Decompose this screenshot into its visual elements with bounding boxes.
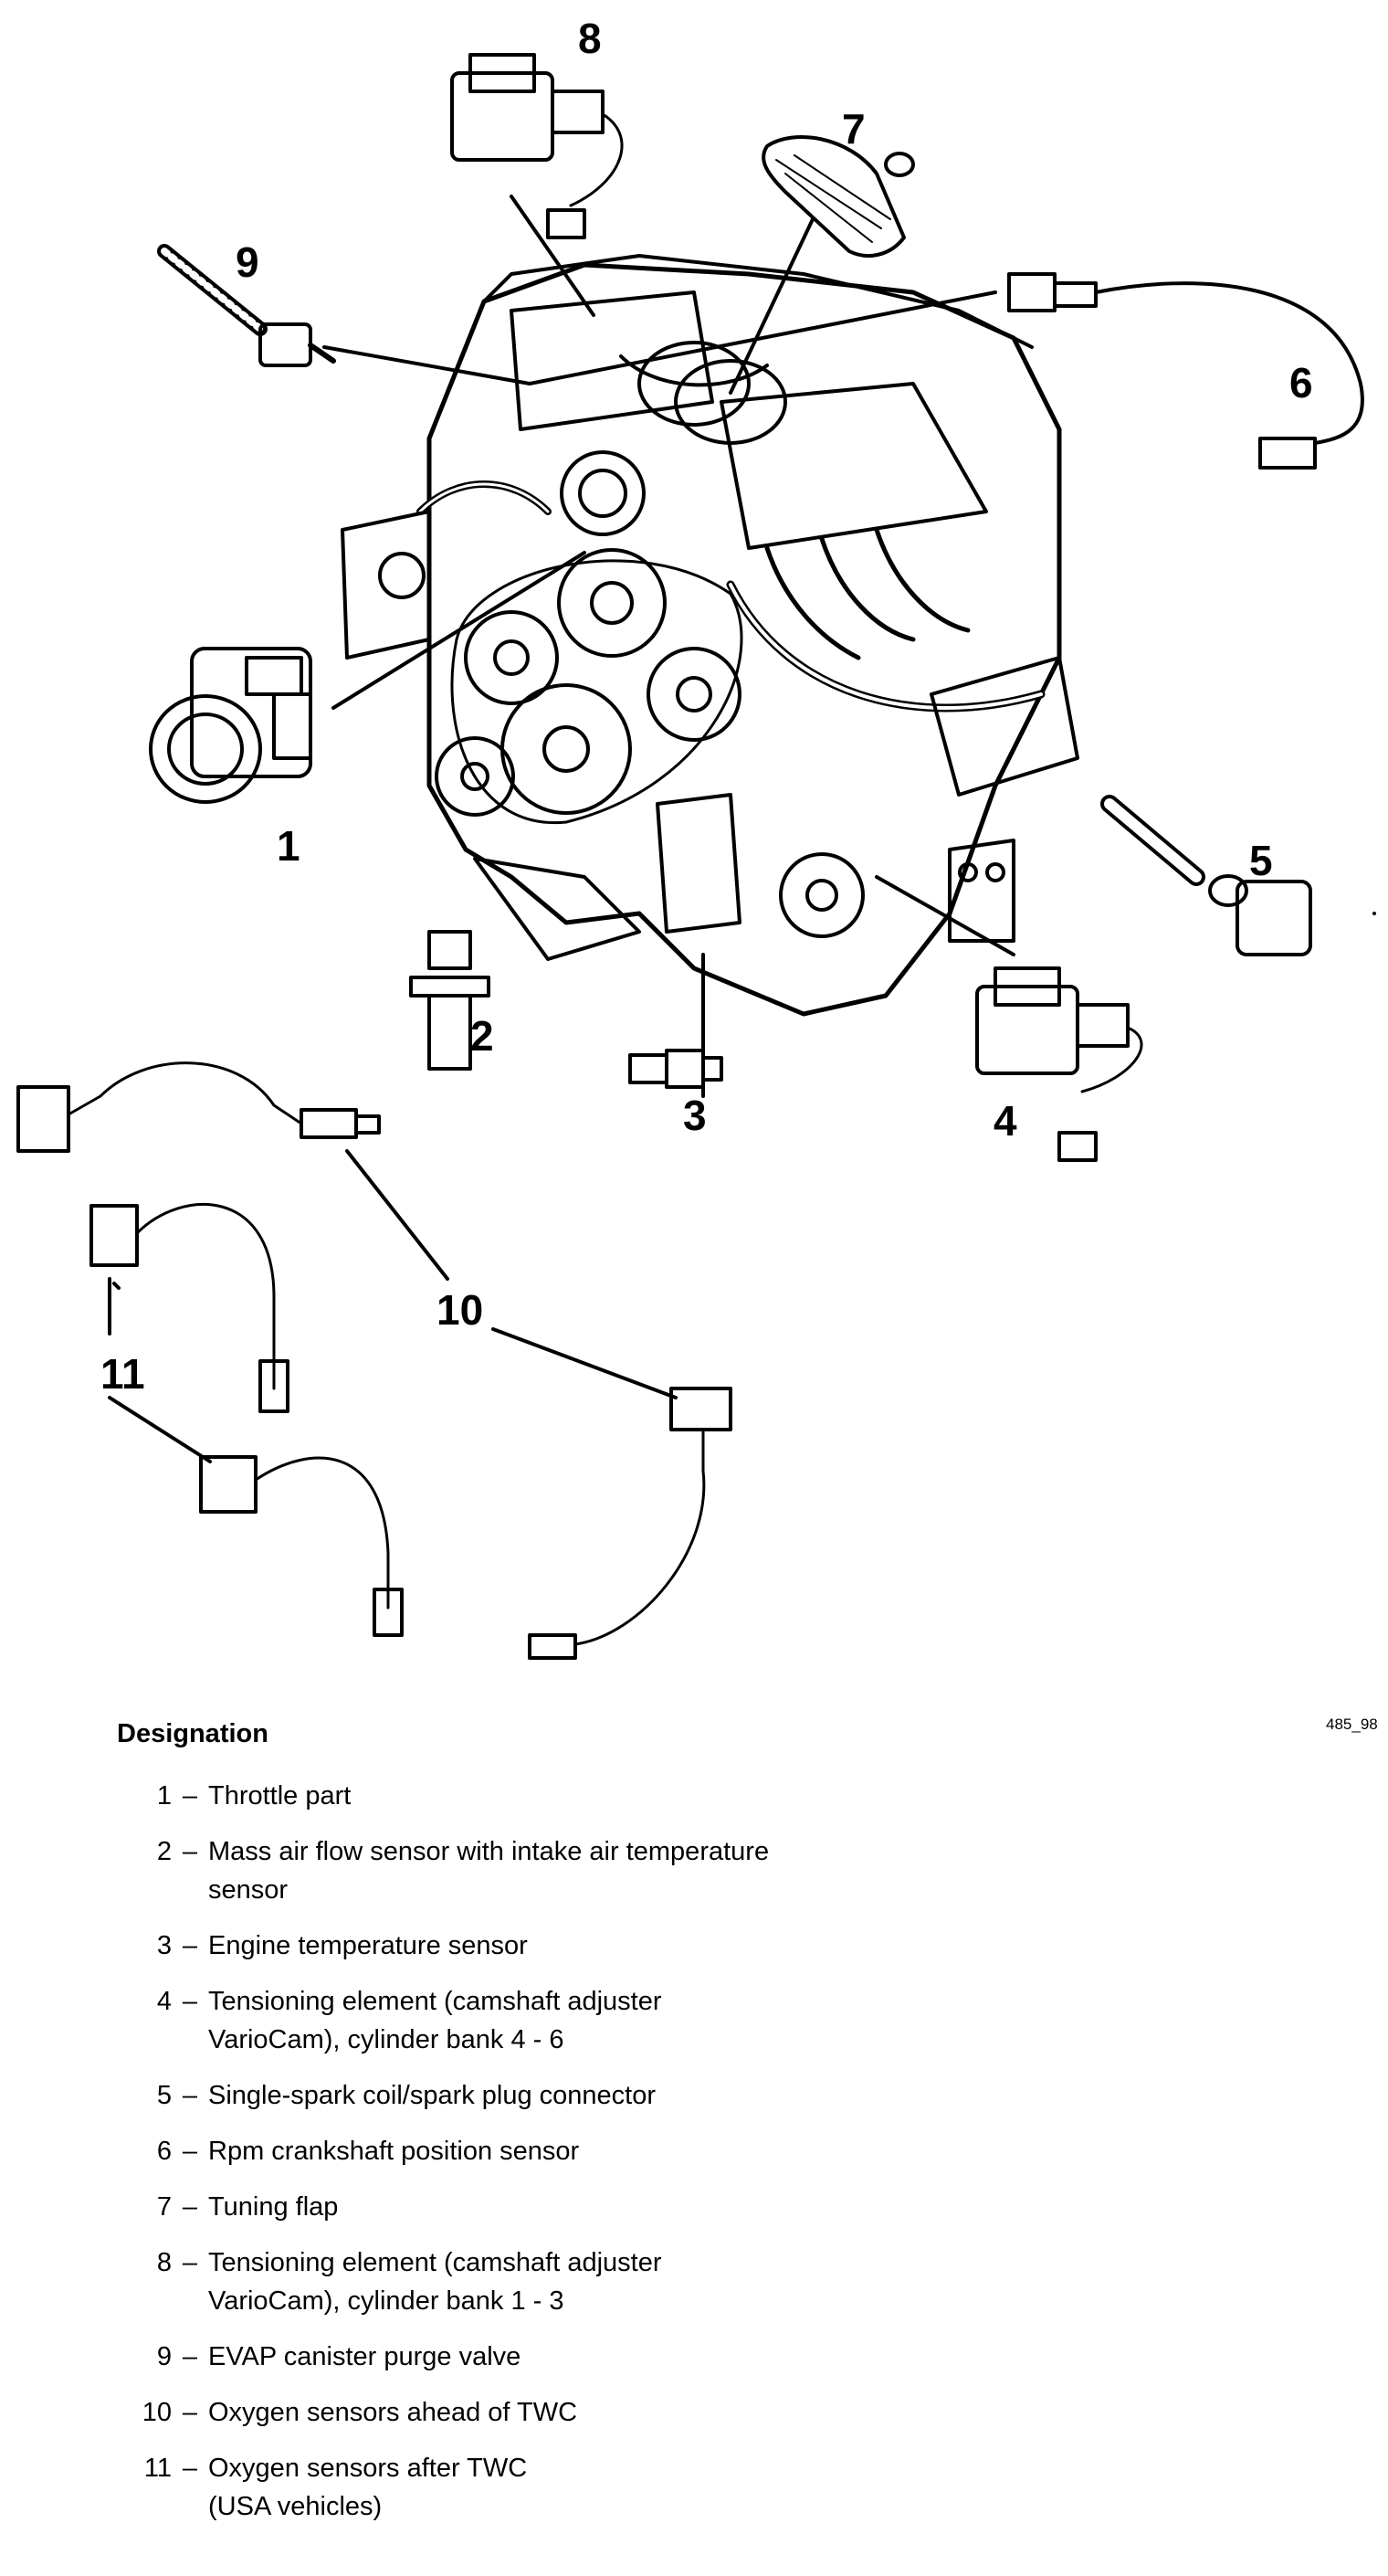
legend-dash: – <box>182 2342 198 2371</box>
legend-item-text: Mass air flow sensor with intake air tem… <box>208 1837 770 1905</box>
callout-9: 9 <box>236 238 259 286</box>
legend-dash: – <box>182 2192 198 2222</box>
tensioning-element-bank-1-3-illustration <box>450 53 624 239</box>
callout-1: 1 <box>277 822 300 870</box>
legend-item-number: 7 <box>156 2192 172 2222</box>
legend-item-number: 11 <box>143 2454 172 2483</box>
callout-4: 4 <box>994 1097 1017 1145</box>
legend-item: 3 – Engine temperature sensor <box>117 1927 811 1965</box>
legend-item: 5 – Single-spark coil/spark plug connect… <box>117 2076 811 2115</box>
engine-component-diagram: 1 2 3 4 5 6 7 8 9 10 11 <box>16 15 1376 1660</box>
legend-item-text: Engine temperature sensor <box>208 1931 528 1960</box>
legend-dash: – <box>182 1987 198 2016</box>
engine-temperature-sensor-illustration <box>628 1049 723 1089</box>
legend-item-number: 3 <box>156 1931 172 1960</box>
legend-item-text: Tuning flap <box>208 2192 339 2222</box>
legend-item-text: Oxygen sensors ahead of TWC <box>208 2398 578 2427</box>
single-spark-coil-illustration <box>1100 795 1312 956</box>
legend-item-number: 8 <box>156 2248 172 2277</box>
legend-dash: – <box>182 1931 198 1960</box>
legend-item-number: 10 <box>142 2398 172 2427</box>
tensioning-element-bank-4-6-illustration <box>975 966 1143 1162</box>
oxygen-sensor-after-twc-illustration <box>89 1202 404 1637</box>
legend-dash: – <box>182 1837 198 1866</box>
figure-reference: 485_98 <box>1326 1716 1378 1733</box>
engine-illustration <box>341 254 1079 1017</box>
legend-item-text: Tensioning element (camshaft adjuster Va… <box>208 2248 662 2316</box>
mass-air-flow-sensor-illustration <box>409 930 490 1071</box>
legend-item-text: Throttle part <box>208 1781 352 1811</box>
callout-5: 5 <box>1249 837 1273 884</box>
callout-7: 7 <box>842 105 866 153</box>
legend-item: 10 – Oxygen sensors ahead of TWC <box>117 2393 811 2432</box>
legend-item-number: 9 <box>156 2342 172 2371</box>
oxygen-sensor-ahead-twc-illustration <box>16 1061 732 1660</box>
legend-item-number: 6 <box>156 2137 172 2166</box>
legend-dash: – <box>182 2137 198 2166</box>
legend-item: 8 – Tensioning element (camshaft adjuste… <box>117 2243 811 2320</box>
legend-item-text: Rpm crankshaft position sensor <box>208 2137 580 2166</box>
callout-3: 3 <box>683 1092 707 1139</box>
legend-item-number: 5 <box>156 2081 172 2110</box>
tuning-flap-illustration <box>762 135 915 258</box>
legend-item: 11 – Oxygen sensors after TWC (USA vehic… <box>117 2449 811 2526</box>
legend-item-text: EVAP canister purge valve <box>208 2342 521 2371</box>
legend-item: 4 – Tensioning element (camshaft adjuste… <box>117 1982 811 2059</box>
leader-lines <box>108 195 1376 1463</box>
callout-2: 2 <box>470 1012 494 1060</box>
legend-item: 9 – EVAP canister purge valve <box>117 2338 811 2376</box>
legend-dash: – <box>182 2398 198 2427</box>
legend-title: Designation <box>117 1719 268 1748</box>
legend-dash: – <box>182 1781 198 1811</box>
legend-item-text: Single-spark coil/spark plug connector <box>208 2081 657 2110</box>
evap-purge-valve-illustration <box>157 244 336 367</box>
legend-dash: – <box>182 2248 198 2277</box>
legend-item-text: Tensioning element (camshaft adjuster Va… <box>208 1987 662 2054</box>
legend-item-number: 2 <box>156 1837 172 1866</box>
legend-item-text: Oxygen sensors after TWC (USA vehicles) <box>208 2454 528 2521</box>
legend-item: 1 – Throttle part <box>117 1777 811 1815</box>
legend-item: 6 – Rpm crankshaft position sensor <box>117 2132 811 2170</box>
legend-dash: – <box>182 2454 198 2483</box>
legend-item: 2 – Mass air flow sensor with intake air… <box>117 1832 811 1909</box>
designation-legend: 1 – Throttle part 2 – Mass air flow sens… <box>117 1777 811 2543</box>
rpm-sensor-illustration <box>1007 272 1364 470</box>
legend-dash: – <box>182 2081 198 2110</box>
callout-6: 6 <box>1289 359 1313 406</box>
legend-item-number: 1 <box>156 1781 172 1811</box>
callout-11: 11 <box>100 1350 145 1398</box>
callout-8: 8 <box>578 15 602 62</box>
callout-10: 10 <box>436 1286 483 1334</box>
legend-item: 7 – Tuning flap <box>117 2188 811 2226</box>
throttle-part-illustration <box>149 647 312 804</box>
legend-item-number: 4 <box>156 1987 172 2016</box>
